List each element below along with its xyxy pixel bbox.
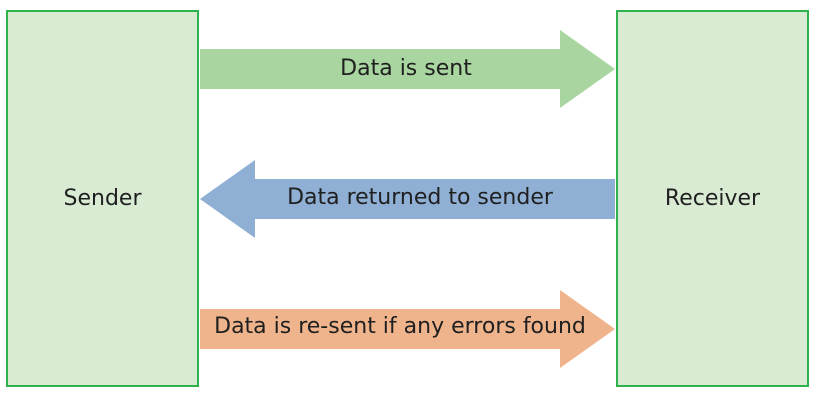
arrow-data-sent: [200, 30, 615, 108]
arrow-data-returned: [200, 160, 615, 238]
arrow-data-resent: [200, 290, 615, 368]
receiver-label: Receiver: [664, 186, 761, 211]
arrow-label-resent: Data is re-sent if any errors found: [214, 314, 586, 339]
sender-box: Sender: [6, 10, 199, 387]
sender-label: Sender: [63, 186, 142, 211]
arrow-label-sent: Data is sent: [340, 56, 472, 81]
arrow-label-returned: Data returned to sender: [287, 185, 553, 210]
receiver-box: Receiver: [616, 10, 809, 387]
